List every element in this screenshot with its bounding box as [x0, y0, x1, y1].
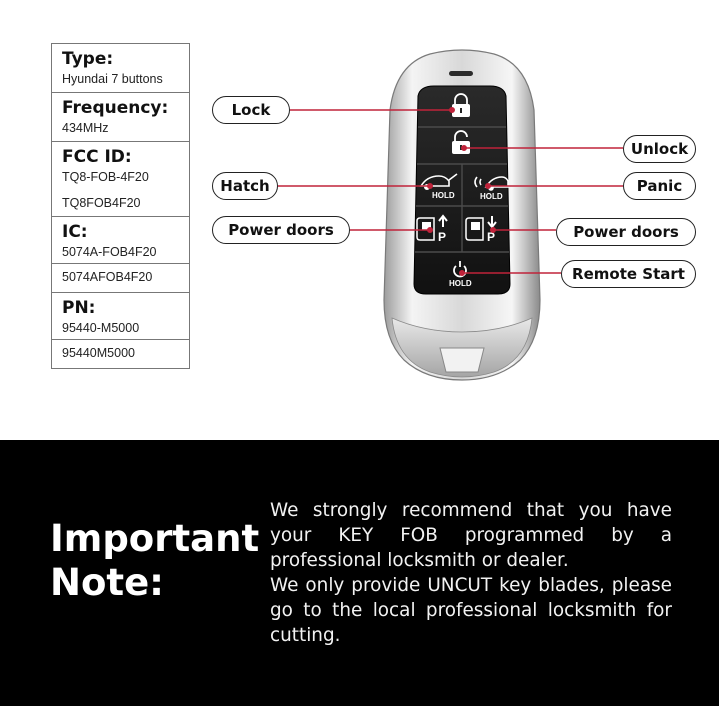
spec-ic-value-1: 5074A-FOB4F20: [62, 245, 157, 259]
door-left-p: P: [438, 230, 446, 244]
spec-pn-label: PN:: [62, 298, 96, 318]
spec-frequency: Frequency: 434MHz: [52, 92, 189, 141]
panic-hold-text: HOLD: [480, 192, 503, 201]
callout-power-doors-right: Power doors: [556, 218, 696, 246]
lock-closed-icon: [452, 93, 470, 117]
door-right-icon: [465, 216, 497, 241]
remote-start-hold-text: HOLD: [449, 279, 472, 288]
spec-type-value: Hyundai 7 buttons: [62, 72, 163, 86]
spec-frequency-value: 434MHz: [62, 121, 109, 135]
callout-lock: Lock: [212, 96, 290, 124]
callout-power-doors-left: Power doors: [212, 216, 350, 244]
callout-unlock: Unlock: [623, 135, 696, 163]
spec-ic-value-2: 5074AFOB4F20: [52, 263, 189, 288]
note-paragraph-1: We strongly recommend that you have your…: [270, 500, 672, 571]
hatch-hold-text: HOLD: [432, 191, 455, 200]
fob-bottom-cap: [391, 317, 533, 378]
spec-ic: IC: 5074A-FOB4F20 5074AFOB4F20: [52, 216, 189, 292]
key-slot: [439, 347, 485, 373]
note-title-line-2: Note:: [50, 561, 164, 604]
spec-fcc-value-1: TQ8-FOB-4F20: [62, 170, 149, 184]
spec-fcc: FCC ID: TQ8-FOB-4F20 TQ8FOB4F20: [52, 141, 189, 216]
key-fob-illustration: HOLD HOLD P P HOLD: [278, 49, 623, 381]
note-body: We strongly recommend that you have your…: [270, 498, 672, 648]
spec-table: Type: Hyundai 7 buttons Frequency: 434MH…: [51, 43, 190, 369]
note-title: Important Note:: [50, 517, 259, 605]
note-paragraph-2: We only provide UNCUT key blades, please…: [270, 575, 672, 646]
door-left-icon: [416, 214, 448, 241]
lock-open-icon: [452, 130, 470, 154]
spec-type: Type: Hyundai 7 buttons: [52, 44, 189, 92]
remote-start-icon: [453, 261, 467, 278]
spec-pn: PN: 95440-M5000 95440M5000: [52, 292, 189, 368]
spec-fcc-label: FCC ID:: [62, 147, 132, 167]
hatch-icon: [419, 173, 458, 191]
spec-pn-value-1: 95440-M5000: [62, 321, 140, 335]
door-right-p: P: [487, 230, 495, 244]
led-indicator: [449, 71, 473, 76]
callout-hatch: Hatch: [212, 172, 278, 200]
spec-pn-value-2: 95440M5000: [52, 339, 189, 364]
spec-fcc-value-2: TQ8FOB4F20: [62, 196, 141, 210]
spec-ic-label: IC:: [62, 222, 88, 242]
note-title-line-1: Important: [50, 517, 260, 560]
important-note-banner: Important Note: We strongly recommend th…: [0, 440, 719, 706]
spec-frequency-label: Frequency:: [62, 98, 169, 118]
callout-panic: Panic: [623, 172, 696, 200]
callout-remote-start: Remote Start: [561, 260, 696, 288]
spec-type-label: Type:: [62, 49, 114, 69]
